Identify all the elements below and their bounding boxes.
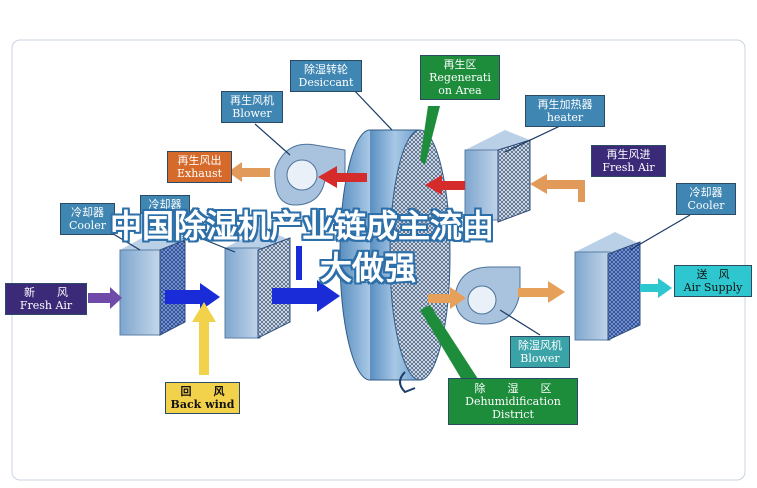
- arrow-orange-1: [428, 287, 466, 309]
- dehum-district-pointer: [420, 305, 480, 385]
- label-supply-air-zh: 送 风: [696, 268, 730, 281]
- cooler-right-unit: [574, 232, 641, 341]
- label-regen-fresh-air-zh: 再生风进: [606, 148, 651, 161]
- label-regen-fresh-air: 再生风进 Fresh Air: [591, 145, 666, 177]
- label-regen-heater-en: heater: [546, 111, 584, 124]
- label-cooler-left-en: Cooler: [69, 219, 106, 232]
- label-fresh-air-en: Fresh Air: [19, 299, 73, 312]
- label-regen-blower-zh: 再生风机: [230, 94, 274, 107]
- label-regen-blower-en: Blower: [232, 107, 272, 120]
- label-cooler-left: 冷却器 Cooler: [60, 203, 115, 235]
- regen-blower-unit: [274, 143, 346, 206]
- diagram-frame: [11, 39, 746, 481]
- label-regen-area-zh: 再生区: [443, 58, 477, 71]
- label-regen-heater-zh: 再生加热器: [537, 98, 593, 111]
- label-cooler-right-en: Cooler: [687, 199, 725, 212]
- label-desiccant-en: Desiccant: [298, 76, 354, 89]
- label-back-wind-zh: 回 风: [180, 385, 225, 398]
- arrow-exhaust: [228, 162, 270, 182]
- arrow-regen-fresh: [530, 174, 585, 202]
- label-desiccant: 除湿转轮 Desiccant: [290, 60, 362, 92]
- overlay-line-1: 中国除湿机产业链成主流由: [110, 207, 495, 245]
- label-supply-air-en: Air Supply: [683, 281, 743, 294]
- label-regen-fresh-air-en: Fresh Air: [602, 161, 655, 174]
- arrow-supply: [640, 278, 672, 298]
- label-dehum-district-en2: District: [492, 408, 534, 421]
- label-regen-area: 再生区 Regenerati on Area: [420, 55, 500, 100]
- label-cooler-left-zh: 冷却器: [71, 206, 104, 219]
- regen-heater-unit: [464, 130, 531, 223]
- dehum-blower-unit: [454, 266, 521, 325]
- arrow-regen-red-1: [318, 166, 367, 188]
- cooler-left-unit: [119, 228, 186, 336]
- label-exhaust-zh: 再生风出: [177, 154, 222, 167]
- overlay-line-2: 大做强: [320, 249, 417, 287]
- arrow-regen-red-2: [425, 175, 465, 195]
- label-fresh-air-zh: 新 风: [24, 286, 68, 299]
- label-dehum-district-zh: 除 湿 区: [474, 382, 552, 395]
- label-dehum-blower: 除湿风机 Blower: [510, 336, 570, 368]
- label-fresh-air: 新 风 Fresh Air: [5, 283, 87, 315]
- arrow-blue-down: [296, 246, 302, 280]
- leader-lines: [109, 87, 691, 336]
- arrow-back-wind: [192, 302, 216, 375]
- label-dehum-district: 除 湿 区 Dehumidification District: [448, 378, 578, 425]
- arrow-orange-2: [518, 281, 565, 303]
- overlay-headline: 中国除湿机产业链成主流由 大做强: [110, 205, 670, 289]
- label-regen-area-en1: Regenerati: [429, 71, 491, 84]
- label-cooler-right-zh: 冷却器: [689, 186, 723, 199]
- label-cooler-mid-zh: 冷却器: [148, 198, 182, 211]
- label-regen-blower: 再生风机 Blower: [221, 91, 283, 123]
- label-dehum-district-en1: Dehumidification: [465, 395, 561, 408]
- label-cooler-right: 冷却器 Cooler: [676, 183, 736, 215]
- arrow-blue-2: [272, 280, 340, 312]
- regen-area-pointer: [420, 106, 440, 165]
- arrow-fresh-air-in: [88, 287, 122, 309]
- label-cooler-mid: 冷却器: [140, 195, 190, 214]
- label-supply-air: 送 风 Air Supply: [674, 265, 752, 297]
- label-regen-area-en2: on Area: [438, 84, 482, 97]
- label-desiccant-zh: 除湿转轮: [304, 63, 348, 76]
- label-dehum-blower-en: Blower: [520, 352, 560, 365]
- label-exhaust-en: Exhaust: [176, 167, 223, 180]
- label-dehum-blower-zh: 除湿风机: [518, 339, 562, 352]
- label-back-wind: 回 风 Back wind: [165, 382, 240, 414]
- label-back-wind-en: Back wind: [170, 398, 235, 411]
- label-regen-heater: 再生加热器 heater: [525, 95, 605, 127]
- label-exhaust: 再生风出 Exhaust: [167, 151, 232, 183]
